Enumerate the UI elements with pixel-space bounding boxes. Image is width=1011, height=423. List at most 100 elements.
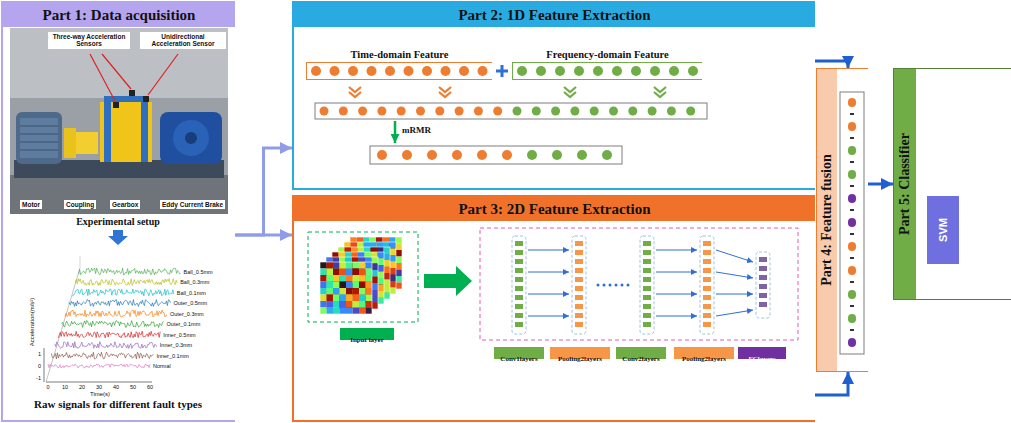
cnn-art xyxy=(528,294,569,295)
test-rig-photo xyxy=(141,96,148,162)
cnn-art xyxy=(340,308,347,315)
cnn-art xyxy=(340,269,347,276)
cnn-art xyxy=(350,237,402,289)
cnn-art xyxy=(515,322,523,327)
cnn-art xyxy=(528,272,569,273)
flow-arrow xyxy=(235,234,292,237)
cnn-art xyxy=(575,259,583,264)
test-rig-photo xyxy=(16,112,62,164)
cnn-art xyxy=(480,228,798,340)
series-label: Ball_0.5mm xyxy=(184,268,213,274)
cnn-art xyxy=(515,268,523,273)
cnn-art xyxy=(703,286,711,291)
panel: Part 3: 2D Feature ExtractionInput layer… xyxy=(292,195,815,422)
cnn-art xyxy=(390,275,397,282)
axis-title: Time(s) xyxy=(90,391,110,398)
cnn-art xyxy=(366,282,373,289)
cnn-art xyxy=(378,272,385,279)
signal-plot xyxy=(44,348,45,382)
cnn-art xyxy=(384,286,391,293)
fused-vector-art xyxy=(848,146,856,155)
feature-vector-art xyxy=(427,150,437,160)
tick-label: 60 xyxy=(147,384,153,390)
fused-vector-art xyxy=(850,113,854,115)
cnn-art xyxy=(756,252,770,318)
cnn-art xyxy=(396,237,403,244)
tick-label: 20 xyxy=(79,384,85,390)
signal-plot xyxy=(51,352,153,359)
cnn-art xyxy=(656,250,697,251)
cnn-art xyxy=(366,275,373,282)
signal-plot xyxy=(62,321,164,328)
cnn-art xyxy=(643,277,651,282)
fused-vector-art xyxy=(850,137,854,139)
feature-vector-art xyxy=(650,66,660,76)
cnn-art xyxy=(528,316,569,317)
panel: Part 1: Data acquisition xyxy=(1,1,235,422)
cnn-art xyxy=(320,301,327,308)
cnn-art xyxy=(759,284,767,289)
series-label: Inner_0.3mm xyxy=(160,342,192,348)
box-heading: Time-domain Feature xyxy=(351,49,449,60)
feature-vector-art xyxy=(686,107,695,116)
cnn-art xyxy=(372,296,379,303)
box-label: Conv1layers xyxy=(500,353,537,365)
cnn-art xyxy=(372,277,379,284)
signal-plot xyxy=(46,382,152,383)
cnn-art xyxy=(372,290,379,297)
fusion-panel: Part 4: Feature fusion xyxy=(816,68,868,372)
fused-vector-art xyxy=(848,98,856,107)
cnn-art xyxy=(384,280,391,287)
cnn-art xyxy=(515,295,523,300)
cnn-art xyxy=(327,308,334,315)
cnn-art xyxy=(700,236,714,334)
cnn-art xyxy=(378,265,385,272)
cnn-art xyxy=(575,322,583,327)
cnn-art xyxy=(396,250,403,257)
cnn-art xyxy=(643,259,651,264)
panel-title: Part 5: Classifier xyxy=(897,133,913,235)
feature-vector-art xyxy=(648,107,657,116)
cnn-art xyxy=(327,262,334,269)
test-rig-photo xyxy=(185,132,197,144)
panel-title: Part 3: 2D Feature Extraction xyxy=(294,197,815,221)
cnn-art xyxy=(320,295,327,302)
test-rig-photo xyxy=(160,112,222,164)
panel-title: Part 4: Feature fusion xyxy=(819,154,835,286)
cnn-art xyxy=(390,268,397,275)
cnn-art xyxy=(340,262,347,269)
cnn-art xyxy=(703,250,711,255)
signal-plot xyxy=(79,268,181,275)
cnn-art xyxy=(528,250,569,251)
cnn-art xyxy=(575,250,583,255)
cnn-art xyxy=(390,281,397,288)
feature-vector-art xyxy=(367,66,377,76)
feature-vector-art xyxy=(439,87,451,97)
cnn-art xyxy=(390,249,397,256)
cnn-art xyxy=(703,304,711,309)
cnn-art xyxy=(515,304,523,309)
cnn-art xyxy=(338,247,390,299)
fused-vector-art xyxy=(850,209,854,211)
cnn-art xyxy=(320,262,327,269)
cnn-art xyxy=(716,310,753,316)
cnn-art xyxy=(703,322,711,327)
cnn-art xyxy=(384,260,391,267)
cnn-art xyxy=(384,247,391,254)
feature-vector-art xyxy=(385,66,395,76)
feature-vector-art xyxy=(370,146,622,164)
box-label: Conv2layers xyxy=(622,353,659,365)
cnn-art xyxy=(396,276,403,283)
cnn-art xyxy=(327,301,334,308)
cnn-art xyxy=(424,266,472,296)
cnn-art xyxy=(515,313,523,318)
fused-vector-art xyxy=(848,194,856,203)
fused-vector-art xyxy=(848,338,856,347)
flow-arrow xyxy=(868,183,893,186)
cnn-art xyxy=(366,295,373,302)
box-label: Pooling2layers xyxy=(558,353,602,365)
cnn-art xyxy=(515,286,523,291)
test-rig-photo xyxy=(20,142,58,143)
cnn-art xyxy=(703,241,711,246)
feature-vector-art xyxy=(536,66,546,76)
